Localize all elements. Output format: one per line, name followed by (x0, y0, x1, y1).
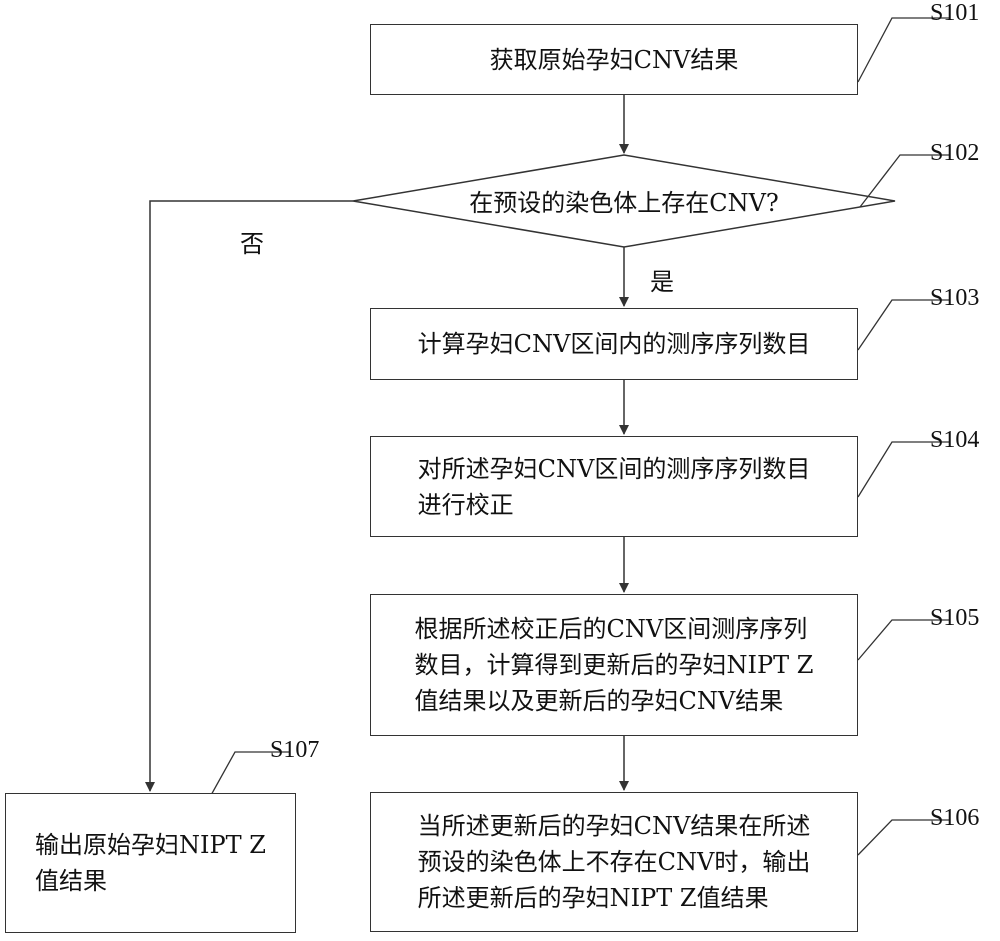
step-id-s107: S107 (270, 737, 320, 763)
s106-line-3: 所述更新后的孕妇NIPT Z值结果 (417, 884, 769, 912)
step-id-s104: S104 (930, 427, 980, 453)
s105-line-1: 根据所述校正后的CNV区间测序序列 (414, 615, 808, 643)
s107-line-1: 输出原始孕妇NIPT Z (35, 831, 266, 859)
process-box-s104: 对所述孕妇CNV区间的测序序列数目 进行校正 (370, 436, 858, 537)
process-box-s107: 输出原始孕妇NIPT Z 值结果 (5, 793, 296, 933)
s105-line-2: 数目，计算得到更新后的孕妇NIPT Z (414, 651, 814, 679)
s105-line-3: 值结果以及更新后的孕妇CNV结果 (414, 687, 784, 715)
s106-line-2: 预设的染色体上不存在CNV时，输出 (417, 848, 811, 876)
step-id-s101: S101 (930, 0, 980, 26)
s104-line-2: 进行校正 (417, 490, 514, 519)
decision-diamond (352, 154, 896, 248)
leader-s102 (859, 154, 950, 208)
leader-s103 (857, 299, 950, 351)
step-id-s106: S106 (930, 805, 980, 831)
leader-s106 (857, 819, 950, 856)
arrow-s102-no-to-s107 (145, 200, 353, 792)
process-box-s106: 当所述更新后的孕妇CNV结果在所述 预设的染色体上不存在CNV时，输出 所述更新… (370, 792, 858, 932)
decision-text: 在预设的染色体上存在CNV? (469, 189, 779, 217)
branch-yes-label: 是 (650, 268, 674, 296)
s103-line-1: 计算孕妇CNV区间内的测序序列数目 (417, 330, 811, 358)
process-box-s103: 计算孕妇CNV区间内的测序序列数目 (370, 308, 858, 380)
leader-s104 (857, 441, 950, 498)
leader-s105 (857, 619, 950, 661)
step-id-s103: S103 (930, 285, 980, 311)
step-id-s102: S102 (930, 140, 980, 166)
process-box-s101: 获取原始孕妇CNV结果 (370, 24, 858, 95)
s106-line-1: 当所述更新后的孕妇CNV结果在所述 (417, 812, 811, 840)
leader-s101 (857, 17, 950, 83)
step-id-s105: S105 (930, 605, 980, 631)
branch-no-label: 否 (240, 230, 264, 258)
s107-line-2: 值结果 (35, 867, 108, 895)
s104-line-1: 对所述孕妇CNV区间的测序序列数目 (417, 454, 811, 483)
s101-line-1: 获取原始孕妇CNV结果 (489, 45, 739, 74)
process-box-s105: 根据所述校正后的CNV区间测序序列 数目，计算得到更新后的孕妇NIPT Z 值结… (370, 594, 858, 736)
